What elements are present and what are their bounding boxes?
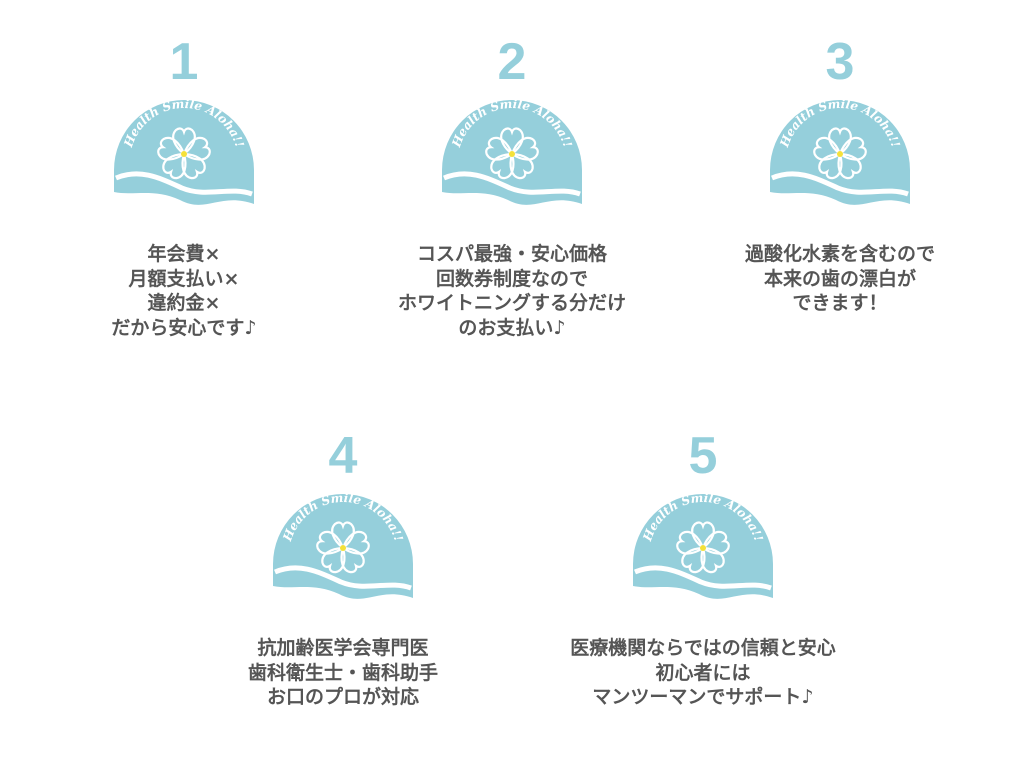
text-line: 医療機関ならではの信頼と安心 [570, 637, 836, 659]
text-line: 過酸化水素を含むので [744, 243, 935, 265]
feature-5: 5 Health Smile Aloha!! 医療機関ならではの信頼と安心 初心… [523, 430, 883, 710]
feature-number: 2 [497, 33, 527, 91]
feature-description: 抗加齢医学会専門医 歯科衛生士・歯科助手 お口のプロが対応 [163, 636, 523, 710]
feature-description: コスパ最強・安心価格 回数券制度なので ホワイトニングする分だけ のお支払い♪ [332, 242, 692, 340]
text-line: マンツーマンでサポート♪ [592, 686, 814, 708]
feature-number: 5 [688, 427, 718, 485]
feature-number: 1 [169, 33, 199, 91]
text-line: 年会費× [147, 243, 221, 265]
feature-3: 3 Health Smile Aloha!! 過酸化水素を含むので 本来の歯の漂… [660, 36, 1020, 316]
health-smile-aloha-logo: Health Smile Aloha!! [273, 491, 413, 599]
text-line: 歯科衛生士・歯科助手 [247, 661, 438, 684]
health-smile-aloha-logo: Health Smile Aloha!! [114, 97, 254, 205]
feature-2: 2 Health Smile Aloha!! コスパ最強・安心価格 回数券制度な… [332, 36, 692, 340]
feature-number: 3 [825, 33, 855, 91]
health-smile-aloha-logo: Health Smile Aloha!! [442, 97, 582, 205]
text-line: 抗加齢医学会専門医 [257, 637, 429, 659]
text-line: 本来の歯の漂白が [763, 267, 916, 290]
text-line: のお支払い♪ [458, 316, 566, 339]
text-line: コスパ最強・安心価格 [416, 243, 607, 265]
text-line: 違約金× [147, 292, 221, 314]
feature-description: 医療機関ならではの信頼と安心 初心者には マンツーマンでサポート♪ [523, 636, 883, 710]
feature-1: 1 Health Smile Aloha!! 年会費× 月額支払い× 違約金× … [4, 36, 364, 340]
feature-description: 年会費× 月額支払い× 違約金× だから安心です♪ [4, 242, 364, 340]
feature-4: 4 Health Smile Aloha!! 抗加齢医学会専門医 歯科衛生士・歯… [163, 430, 523, 710]
text-line: 回数券制度なので [435, 267, 588, 290]
text-line: できます！ [792, 292, 888, 314]
text-line: だから安心です♪ [111, 316, 257, 339]
text-line: 初心者には [655, 661, 751, 684]
feature-number: 4 [328, 427, 358, 485]
health-smile-aloha-logo: Health Smile Aloha!! [770, 97, 910, 205]
feature-description: 過酸化水素を含むので 本来の歯の漂白が できます！ [660, 242, 1020, 316]
text-line: 月額支払い× [128, 267, 240, 290]
health-smile-aloha-logo: Health Smile Aloha!! [633, 491, 773, 599]
text-line: お口のプロが対応 [266, 686, 419, 708]
text-line: ホワイトニングする分だけ [397, 292, 626, 314]
